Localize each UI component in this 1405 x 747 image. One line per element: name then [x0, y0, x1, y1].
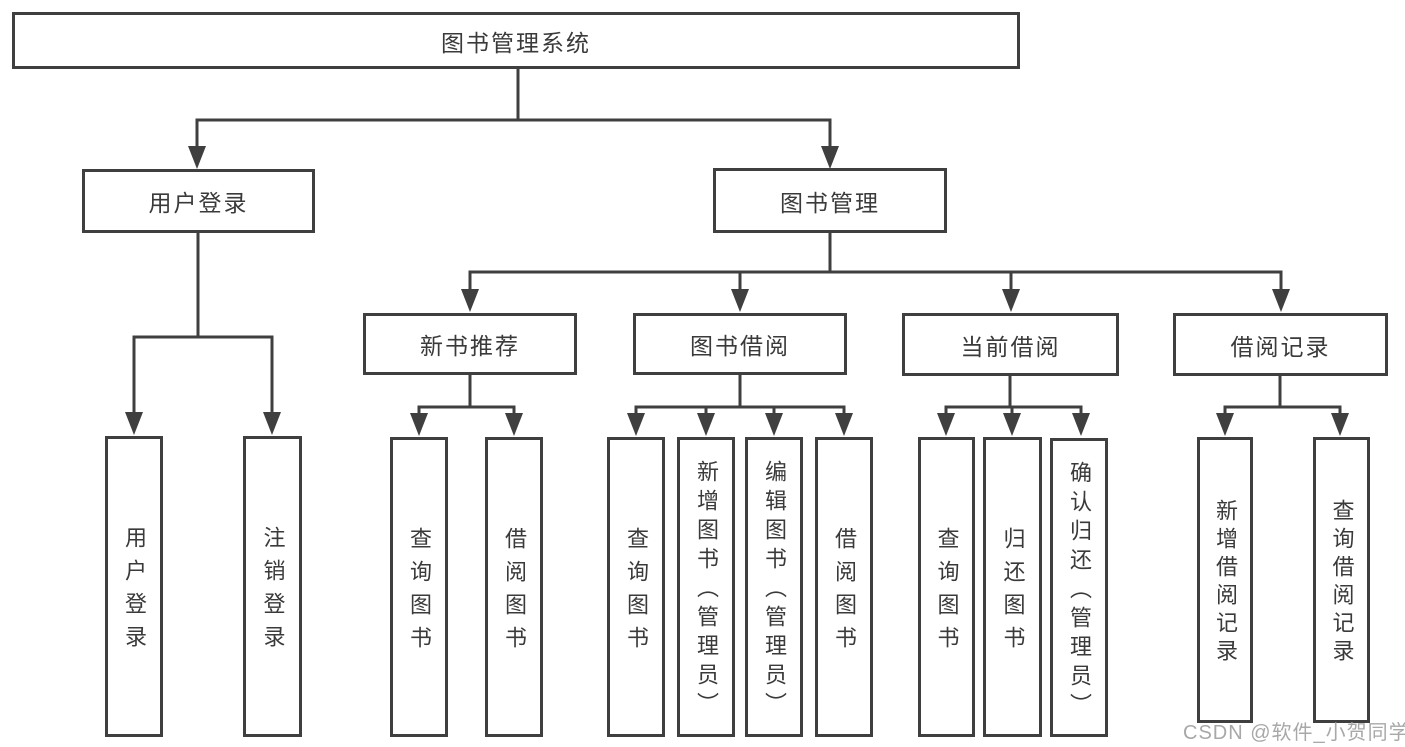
node-book-management: 图书管理	[713, 168, 947, 233]
node-root: 图书管理系统	[12, 12, 1020, 69]
csdn-watermark: CSDN @软件_小贺同学	[1183, 722, 1405, 744]
node-label: 确认归还（管理员）	[1067, 460, 1092, 722]
bar-level2	[195, 118, 832, 146]
arrow-down-icon	[1272, 289, 1290, 312]
arrow-down-icon	[835, 413, 853, 436]
arrow-down-icon	[125, 412, 143, 435]
connector-paths	[132, 69, 1342, 414]
node-label: 图书借阅	[690, 333, 790, 359]
leaf-logout: 注销登录	[243, 436, 302, 737]
arrow-down-icon	[1216, 413, 1234, 436]
arrow-down-icon	[188, 146, 206, 169]
bar-level3	[468, 270, 1283, 290]
node-current-borrowing: 当前借阅	[902, 313, 1119, 376]
node-label: 查询图书	[934, 526, 960, 659]
node-label: 注销登录	[260, 526, 286, 658]
arrowheads	[125, 146, 1349, 436]
leaf-confirm-return-admin: 确认归还（管理员）	[1050, 438, 1108, 737]
bar-borrow	[634, 405, 846, 414]
arrow-down-icon	[1003, 413, 1021, 436]
node-label: 归还图书	[1000, 526, 1026, 659]
arrow-down-icon	[1002, 289, 1020, 312]
leaf-add-book-admin: 新增图书（管理员）	[677, 437, 735, 737]
arrow-down-icon	[410, 413, 428, 436]
node-label: 新增借阅记录	[1213, 499, 1238, 667]
node-label: 新增图书（管理员）	[694, 460, 719, 721]
arrow-down-icon	[1072, 413, 1090, 436]
arrow-down-icon	[263, 412, 281, 435]
node-label: 借阅图书	[832, 526, 857, 659]
leaf-return-book: 归还图书	[983, 437, 1042, 737]
leaf-query-books-1: 查询图书	[390, 437, 448, 737]
leaf-query-borrow-record: 查询借阅记录	[1313, 437, 1370, 723]
node-label: 查询借阅记录	[1329, 499, 1355, 667]
leaf-user-login: 用户登录	[105, 436, 163, 737]
arrow-down-icon	[627, 413, 645, 436]
node-new-book-recommendation: 新书推荐	[363, 313, 577, 375]
node-borrowing-records: 借阅记录	[1173, 313, 1388, 376]
node-label: 查询图书	[407, 526, 432, 659]
bar-user-login	[132, 335, 274, 413]
node-label: 用户登录	[148, 190, 249, 216]
node-label: 当前借阅	[960, 333, 1061, 360]
leaf-query-books-3: 查询图书	[918, 437, 975, 737]
arrow-down-icon	[765, 413, 783, 436]
bar-records	[1223, 405, 1342, 414]
arrow-down-icon	[821, 146, 839, 169]
arrow-down-icon	[461, 289, 479, 312]
node-label: 图书管理系统	[441, 29, 591, 56]
leaf-borrow-books-1: 借阅图书	[485, 437, 543, 737]
node-label: 图书管理	[780, 189, 880, 216]
arrow-down-icon	[731, 289, 749, 312]
node-book-borrowing: 图书借阅	[633, 313, 847, 375]
arrow-down-icon	[937, 413, 955, 436]
node-label: 用户登录	[122, 526, 147, 658]
node-label: 借阅记录	[1230, 333, 1331, 360]
node-user-login: 用户登录	[82, 169, 315, 233]
node-label: 新书推荐	[420, 333, 520, 359]
node-label: 编辑图书（管理员）	[762, 460, 787, 721]
node-label: 借阅图书	[502, 526, 527, 659]
arrow-down-icon	[505, 413, 523, 436]
arrow-down-icon	[697, 413, 715, 436]
leaf-add-borrow-record: 新增借阅记录	[1197, 437, 1253, 723]
node-label: 查询图书	[624, 526, 649, 659]
bar-new-book	[417, 405, 516, 414]
leaf-edit-book-admin: 编辑图书（管理员）	[745, 437, 803, 737]
arrow-down-icon	[1331, 413, 1349, 436]
leaf-query-books-2: 查询图书	[607, 437, 665, 737]
leaf-borrow-books-2: 借阅图书	[815, 437, 873, 737]
